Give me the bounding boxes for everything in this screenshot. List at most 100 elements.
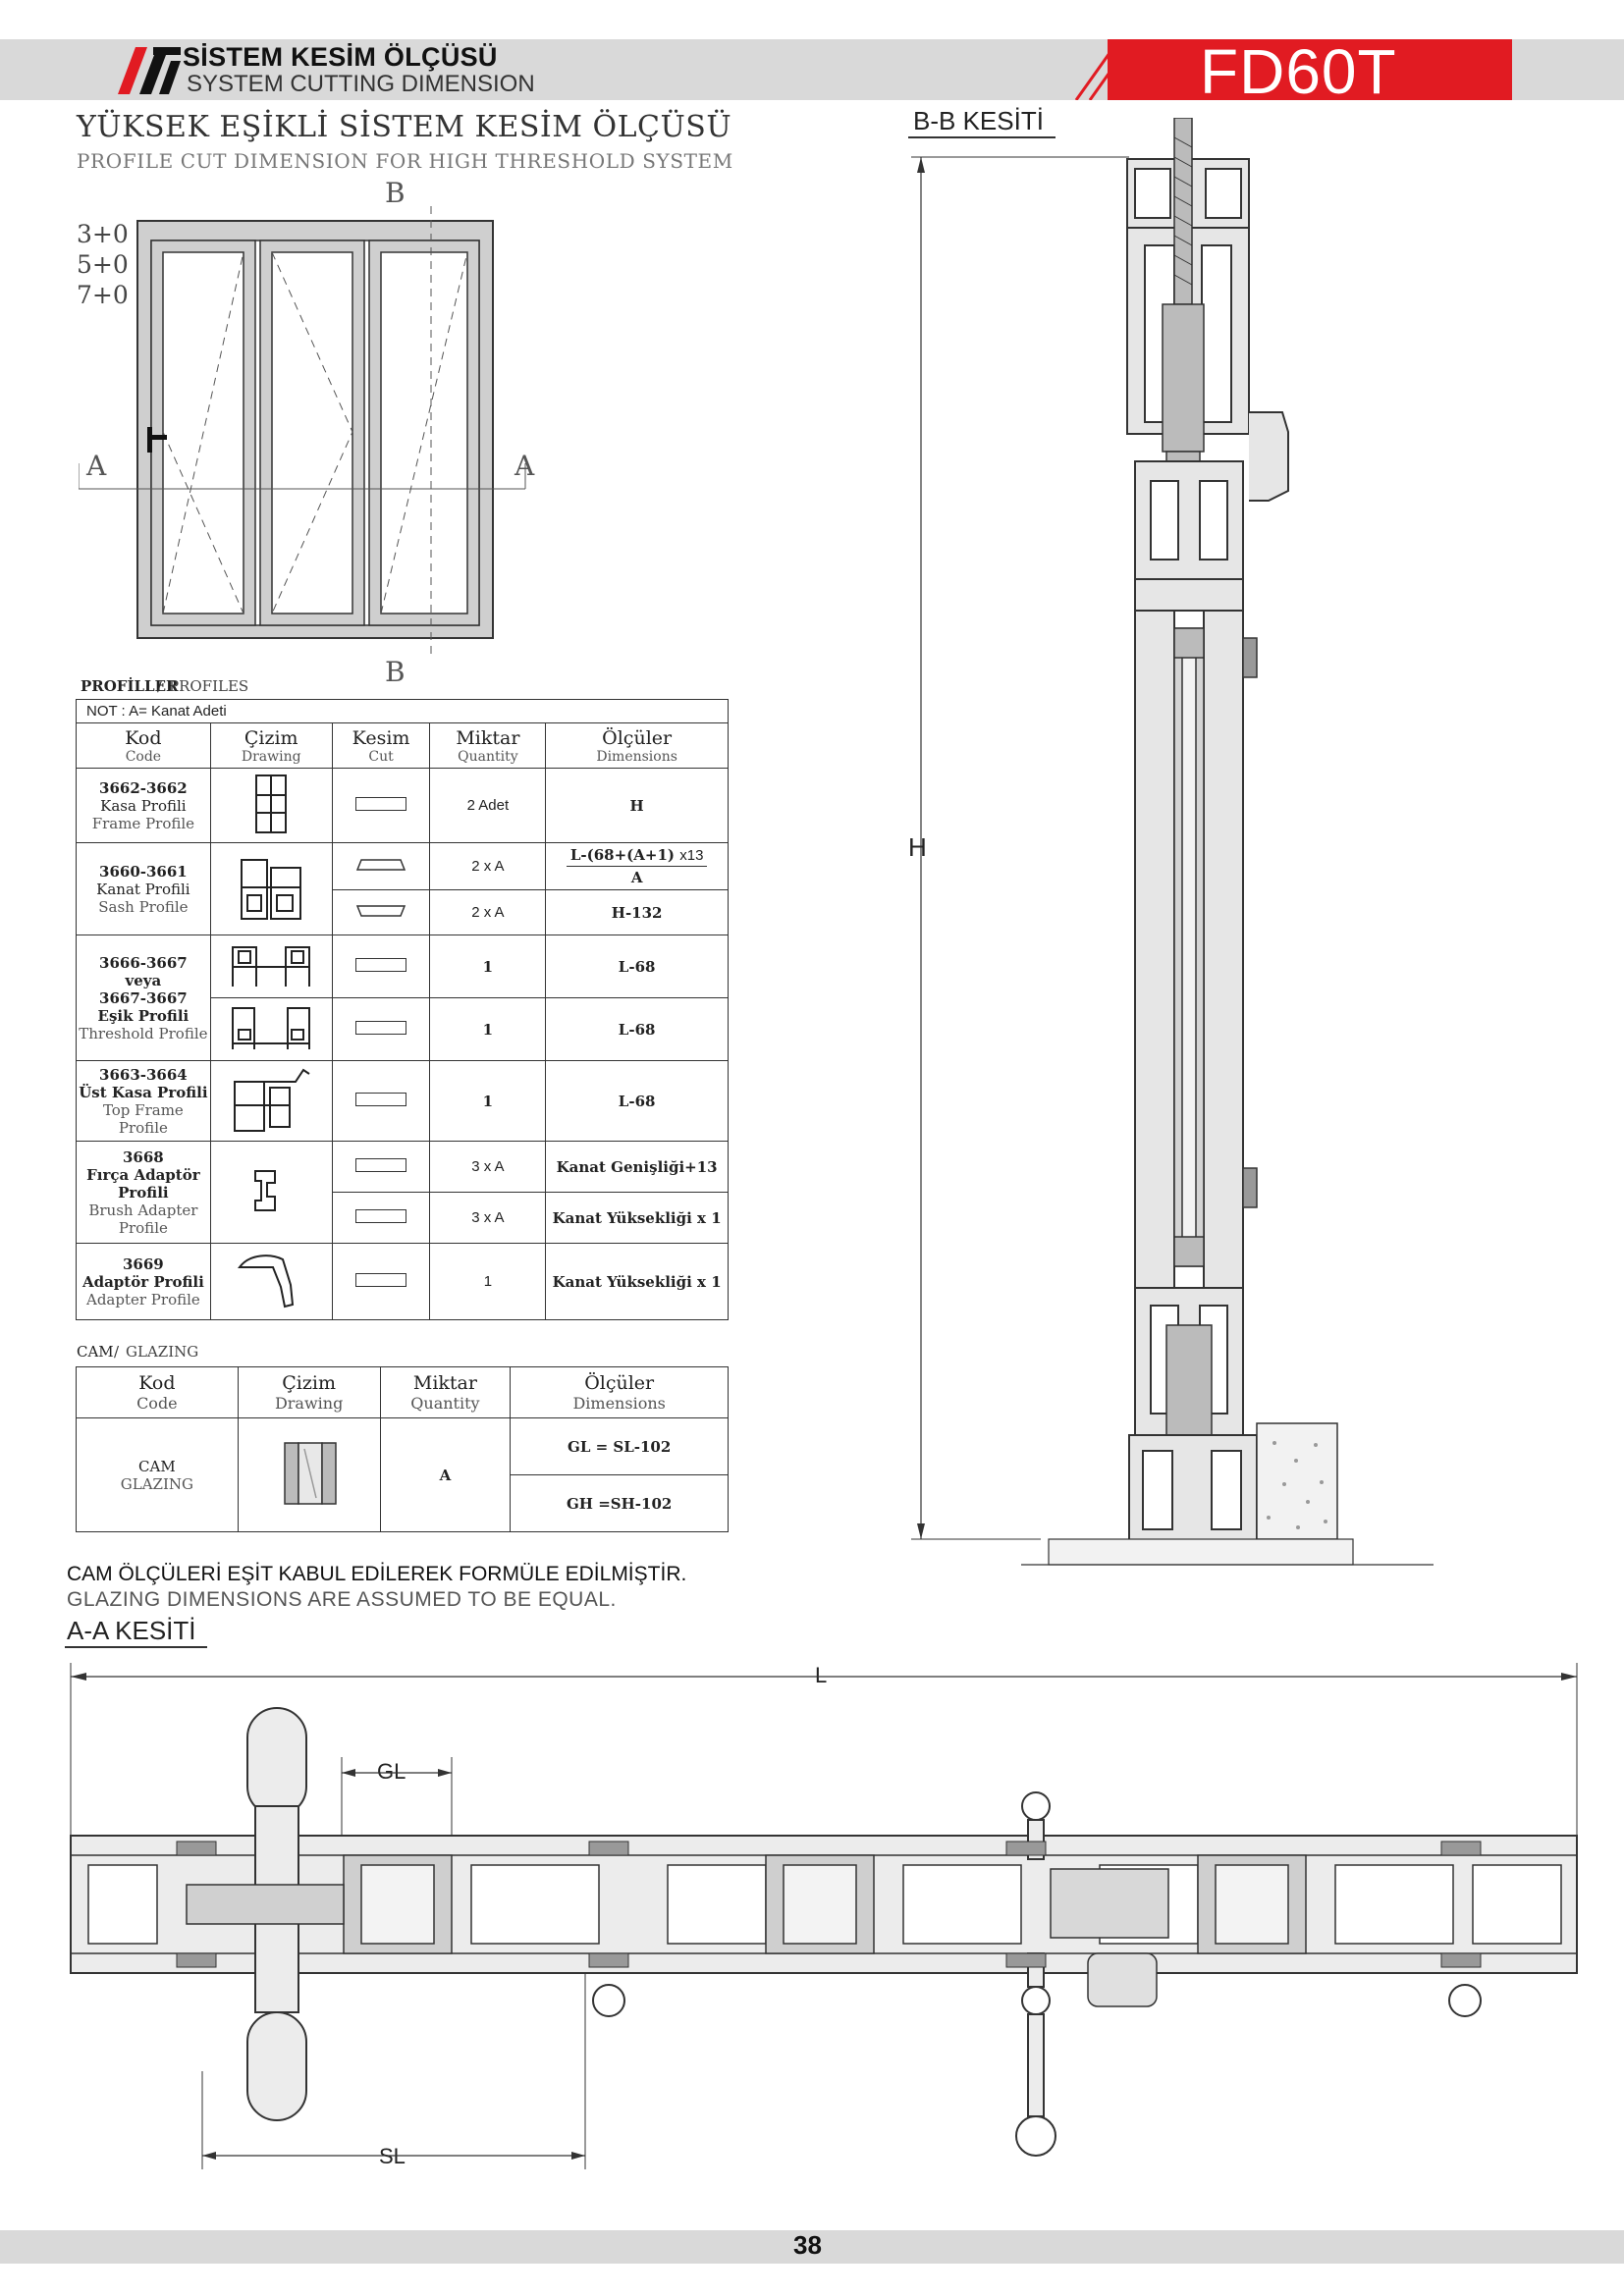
config-5: 5+0 [77, 250, 129, 279]
bb-section-title: B-B KESİTİ [913, 106, 1044, 135]
glazing-label-tr: CAM [77, 1343, 114, 1361]
bb-dim-h: H [908, 832, 927, 862]
qty-cell: 1 [429, 1243, 547, 1320]
table-row: GH =SH-102 [77, 1474, 729, 1532]
aa-section-drawing [70, 1663, 1578, 2169]
profiles-label-en: PROFILES [169, 677, 249, 695]
brand-logo [118, 47, 181, 94]
dim-cell: Kanat Yüksekliği x 1 [545, 1192, 729, 1244]
cut-cell [331, 934, 431, 998]
profile-drawing [209, 768, 333, 843]
profiles-label-sep: / [157, 677, 163, 695]
qty-cell: 2 x A [429, 842, 547, 890]
aa-dim-gl: GL [377, 1759, 406, 1784]
cut-cell [331, 1060, 431, 1142]
model-badge [1108, 39, 1512, 100]
glz-qty-cell: A [379, 1417, 512, 1532]
dim-cell: H [545, 768, 729, 843]
aa-section-title: A-A KESİTİ [67, 1616, 196, 1645]
header-title-en: SYSTEM CUTTING DIMENSION [187, 71, 535, 97]
profile-drawing [209, 997, 333, 1061]
glazing-drawing [237, 1417, 381, 1532]
cut-cell [331, 768, 431, 843]
section-b-top: B [385, 177, 406, 209]
dim-cell: L-68 [545, 934, 729, 998]
profile-drawing [209, 1141, 333, 1244]
qty-cell: 3 x A [429, 1141, 547, 1193]
page-number: 38 [793, 2230, 822, 2260]
section-a-right: A [514, 450, 535, 482]
dim-cell: L-68 [545, 997, 729, 1061]
dim-cell: Kanat Yüksekliği x 1 [545, 1243, 729, 1320]
table-row: 2 x A H-132 [77, 889, 729, 935]
cut-cell [331, 889, 431, 935]
dim-cell: L-68 [545, 1060, 729, 1142]
elevation-drawing [79, 206, 526, 658]
qty-cell: 1 [429, 1060, 547, 1142]
cut-cell [331, 997, 431, 1061]
glazing-note-tr: CAM ÖLÇÜLERİ EŞİT KABUL EDİLEREK FORMÜLE… [67, 1563, 687, 1585]
section-a-left: A [86, 450, 107, 482]
profile-drawing [209, 842, 333, 935]
bb-title-underline [908, 136, 1056, 138]
page-title: YÜKSEK EŞİKLİ SİSTEM KESİM ÖLÇÜSÜ [77, 110, 732, 144]
model-code: FD60T [1200, 36, 1397, 107]
config-3: 3+0 [77, 220, 129, 248]
profile-drawing [209, 1060, 333, 1142]
dim-cell: Kanat Genişliği+13 [545, 1141, 729, 1193]
profile-drawing [209, 1243, 333, 1320]
cut-cell [331, 1192, 431, 1244]
glz-dim-cell: GL = SL-102 [510, 1417, 729, 1475]
cut-cell [331, 1243, 431, 1320]
cut-cell [331, 1141, 431, 1193]
bb-section-drawing [911, 118, 1434, 1566]
header-title-tr: SİSTEM KESİM ÖLÇÜSÜ [183, 42, 498, 72]
glazing-label-en: GLAZING [126, 1343, 199, 1361]
aa-dim-l: L [815, 1663, 828, 1687]
profile-drawing [209, 934, 333, 998]
profiles-label-tr: PROFİLLER [81, 677, 179, 695]
footer-band [0, 2230, 1624, 2264]
page-subtitle: PROFILE CUT DIMENSION FOR HIGH THRESHOLD… [77, 149, 733, 173]
qty-cell: 1 [429, 934, 547, 998]
config-7: 7+0 [77, 281, 129, 309]
cut-cell [331, 842, 431, 890]
qty-cell: 1 [429, 997, 547, 1061]
qty-cell: 3 x A [429, 1192, 547, 1244]
qty-cell: 2 x A [429, 889, 547, 935]
glz-dim-cell: GH =SH-102 [510, 1474, 729, 1532]
qty-cell: 2 Adet [429, 768, 547, 843]
dim-cell: H-132 [545, 889, 729, 935]
glazing-note-en: GLAZING DIMENSIONS ARE ASSUMED TO BE EQU… [67, 1588, 617, 1611]
profiles-note: NOT : A= Kanat Adeti [76, 699, 729, 723]
glazing-label-sep: / [114, 1343, 120, 1361]
aa-title-underline [65, 1646, 207, 1648]
section-b-bottom: B [385, 656, 406, 688]
